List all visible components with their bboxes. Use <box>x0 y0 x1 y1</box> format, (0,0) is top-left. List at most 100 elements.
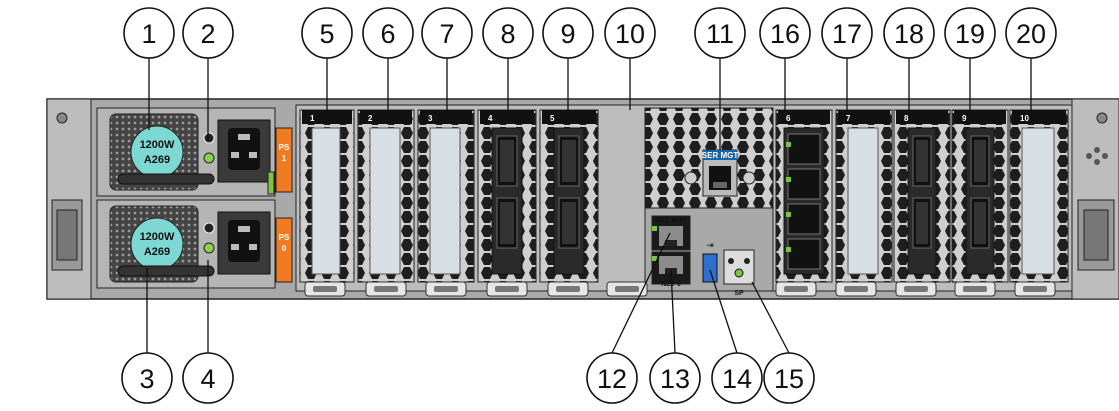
callout-number: 11 <box>706 19 734 49</box>
pcie-slot-number: 8 <box>904 114 909 123</box>
leader-line <box>751 281 790 354</box>
psu-handle[interactable] <box>117 265 215 277</box>
callout-number: 15 <box>774 364 804 394</box>
pcie-slot-number: 2 <box>368 114 373 123</box>
psu-status-led-icon <box>203 242 215 254</box>
sp-status-led-icon <box>734 268 744 278</box>
sp-label: SP <box>734 290 744 297</box>
callout-number: 2 <box>200 19 215 49</box>
callout-8: 8 <box>482 7 534 59</box>
slot-handle <box>954 281 996 297</box>
psu-fan-hub <box>130 217 184 271</box>
pcie-slot-number: 9 <box>962 114 967 123</box>
locator-button-icon <box>728 258 734 264</box>
callout-number: 16 <box>770 19 800 49</box>
callout-2: 2 <box>182 7 234 59</box>
pcie-slot-9[interactable]: 9 <box>951 109 1009 283</box>
net-mgt-label: NET MGT <box>655 217 687 224</box>
callout-1: 1 <box>123 7 175 59</box>
slot-handle <box>895 281 937 297</box>
pcie-slot-number: 5 <box>550 114 555 123</box>
leader-line <box>709 269 738 354</box>
slot-handle <box>365 281 407 297</box>
callout-number: 19 <box>955 19 985 49</box>
pcie-slots: 1 2 3 4 5 6 7 8 9 10 <box>299 109 1069 283</box>
screw-icon <box>684 171 698 185</box>
usb-icon: ⇥ <box>706 241 714 251</box>
callout-6: 6 <box>362 7 414 59</box>
callout-number: 6 <box>380 19 395 49</box>
pcie-slot-number: 6 <box>786 114 791 123</box>
pcie-slot-number: 10 <box>1020 114 1029 123</box>
psu-handle[interactable] <box>117 173 215 185</box>
psu-wattage-label: 1200W <box>140 231 175 243</box>
callout-19: 19 <box>944 7 996 59</box>
callout-number: 13 <box>660 364 690 394</box>
slot-handle <box>486 281 528 297</box>
callout-10: 10 <box>604 7 656 59</box>
callout-15: 15 <box>763 352 815 404</box>
callout-7: 7 <box>421 7 473 59</box>
slot-handle <box>304 281 346 297</box>
callout-number: 9 <box>560 19 575 49</box>
chassis-bottom-handles <box>304 281 1056 297</box>
usb-port[interactable]: ⇥ <box>702 241 718 283</box>
slot-handle <box>775 281 817 297</box>
callout-20: 20 <box>1005 7 1057 59</box>
pcie-slot-number: 4 <box>488 114 493 123</box>
pcie-slot-2[interactable]: 2 <box>357 109 415 283</box>
pcie-slot-10[interactable]: 10 <box>1009 109 1069 283</box>
psu-tab-label: PS <box>279 233 290 242</box>
slot-handle <box>606 281 648 297</box>
psu-tab-label: PS <box>279 143 290 152</box>
pcie-slot-6[interactable]: 6 <box>775 109 833 283</box>
callout-number: 8 <box>500 19 515 49</box>
psu-status-led-icon <box>203 222 215 234</box>
psu-status-led-icon <box>203 152 215 164</box>
ser-mgt-port[interactable]: SER MGT <box>702 149 739 197</box>
callout-13: 13 <box>649 352 701 404</box>
cooling-vent-icon <box>1086 147 1108 165</box>
psu-tab-number: 0 <box>282 244 287 253</box>
slot-handle <box>547 281 589 297</box>
rail-screw-icon <box>56 112 68 124</box>
service-processor-panel[interactable]: SP <box>723 249 755 297</box>
callout-number: 12 <box>597 364 627 394</box>
ser-mgt-label: SER MGT <box>702 151 739 160</box>
pcie-slot-7[interactable]: 7 <box>835 109 893 283</box>
callout-leader-lines <box>146 58 1032 354</box>
rail-screw-icon <box>1096 112 1108 124</box>
callout-number: 10 <box>615 19 645 49</box>
slot-handle <box>425 281 467 297</box>
screw-icon <box>742 171 756 185</box>
rail-latch-right <box>1077 199 1115 271</box>
psu-fan-hub <box>130 125 184 179</box>
pcie-slot-number: 7 <box>846 114 851 123</box>
slot-handle <box>835 281 877 297</box>
pcie-slot-8[interactable]: 8 <box>893 109 951 283</box>
callout-12: 12 <box>586 352 638 404</box>
psu-release-lever[interactable] <box>267 171 275 195</box>
callout-14: 14 <box>711 352 763 404</box>
callout-16: 16 <box>759 7 811 59</box>
callout-number: 20 <box>1016 19 1046 49</box>
callout-number: 5 <box>319 19 334 49</box>
leader-line <box>611 232 671 354</box>
pcie-slot-5[interactable]: 5 <box>539 109 599 283</box>
pcie-slot-number: 1 <box>310 114 315 123</box>
callout-number: 7 <box>439 19 454 49</box>
pcie-slot-3[interactable]: 3 <box>417 109 475 283</box>
callout-4: 4 <box>182 352 234 404</box>
pcie-slot-4[interactable]: 4 <box>477 109 537 283</box>
pcie-slot-1[interactable]: 1 <box>299 109 355 283</box>
net-mgt-port[interactable]: NET MGT <box>651 215 691 251</box>
power-supply-ps1[interactable]: 1200W A269 PS 1 <box>96 107 293 197</box>
power-supply-ps0[interactable]: 1200W A269 PS 0 <box>96 199 293 289</box>
callout-9: 9 <box>542 7 594 59</box>
callout-3: 3 <box>121 352 173 404</box>
psu-model-label: A269 <box>144 246 170 258</box>
psu-tab-number: 1 <box>282 154 287 163</box>
leader-line <box>670 269 676 354</box>
